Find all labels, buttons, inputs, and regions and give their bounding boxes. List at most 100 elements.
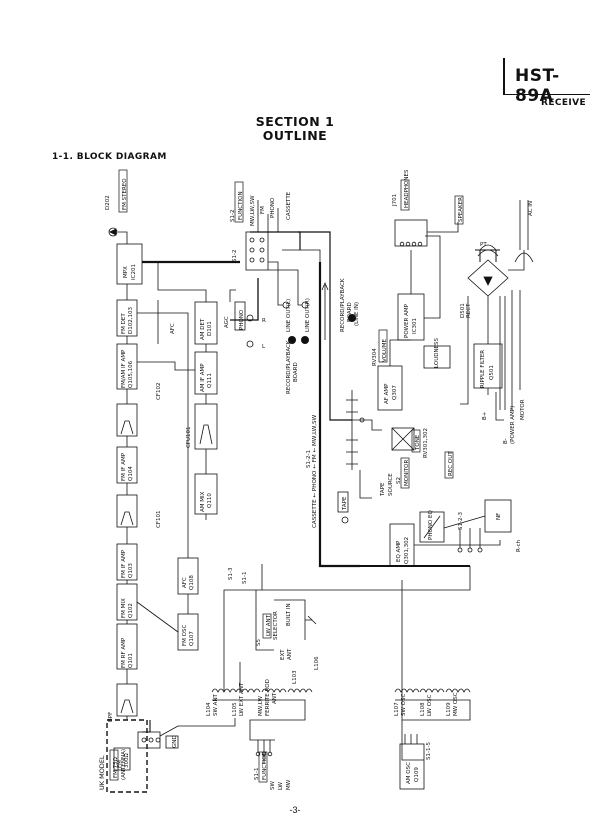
line-out-r-label: LINE OUT(R) [305,298,311,332]
lw-label: LW [278,781,284,790]
l103-label: L103 [292,670,298,684]
l104-sub-label: SW ANT [213,693,219,716]
s1-3-label: S1-3 [228,567,234,580]
s1-1-function-label: S1-1 [254,768,260,780]
headphones-label: HEADPHONES [404,169,410,208]
bpf-shape [120,699,134,714]
eq-amp-block [389,523,415,567]
mpx-label: MPX [123,266,129,278]
selector-label: SELECTOR [273,611,279,640]
afc-q108-ref: Q108 [189,575,195,590]
s1-2-3-label: S1-2-3 [458,512,464,530]
l105-label: L105 [232,702,238,716]
afc-q108-label: AFC [182,577,188,588]
nf-label: NF [496,513,502,520]
ac-in-label: AC IN [528,201,534,216]
line-l-label: L [262,344,266,350]
rv301-302-label: RV301,302 [423,428,429,458]
tape-jack-label: TAPE [342,496,348,511]
gnd-label: GND [172,735,178,748]
volume-label: VOLUME [382,338,388,362]
uk-model-box [106,719,148,793]
am-det-ref: D101 [207,321,213,336]
fm-osc-ref: Q107 [189,631,195,646]
rp-board-line-label: RECORD/PLAYBACK [340,278,346,332]
am-osc-block [399,743,425,790]
loudness-label: LOUDNESS [434,337,440,368]
afc-label: AFC [170,323,176,334]
s1-2-switch [245,231,269,271]
af-amp-block [377,365,403,411]
phono-eq-block [419,511,445,543]
s2-label: S2 [396,477,402,484]
line-out-l-label: LINE OUT(L) [286,299,292,332]
ant-label: ANT [287,648,293,660]
eq-amp-ref: Q301,302 [404,537,410,564]
l108-sub-label: LW OSC [427,694,433,716]
fm-mix-label: FM MIX [121,598,127,618]
cassette-label: CASSETTE [286,191,292,220]
antenna-label: (ANTENNA) [121,749,127,780]
model-number: HST-89A [515,66,560,106]
rp-board-line-label-3: (LINE IN) [354,302,360,326]
num-13-badge-2: 13 [350,316,356,322]
s5-label: S5 [256,639,262,646]
mw-lw-sw-label: MW,LW,SW [250,195,256,226]
monitor-label: MONITOR [404,460,410,486]
fm-rf-amp-ref: Q101 [128,653,134,668]
fm-if-amp-2-block [116,446,138,484]
l104-label: L104 [206,702,212,716]
tone-label: TONE [415,434,421,451]
rec-out-label: REC OUT [448,451,454,476]
ripple-filter-block [473,343,503,389]
fm-300-box [113,747,131,771]
power-amp-ref: IC301 [412,318,418,334]
l109-sub-label: MW OSC [453,692,459,716]
source-label: SOURCE [388,473,394,496]
b-minus-label: B- [503,438,509,444]
cf101-shape [120,511,134,526]
ferrite-label: MW,LW [258,696,264,716]
cf102-filter-block [116,403,138,437]
phono-eq-label: PHONO EQ [428,510,434,540]
bus-label: CASSETTE ← PHONO ← FM ← MW,LW,SW [312,414,318,528]
fm-rf-amp-block [116,623,138,670]
fm-stereo-label: FM STEREO [122,178,128,210]
fm-det-block [116,299,138,337]
fm-label: FM [260,206,266,214]
pt-label: PT [480,242,487,248]
fm-if-amp-2-ref: Q104 [128,466,134,481]
speaker-label: SPEAKER [458,197,464,222]
fm-osc-block [177,613,199,651]
l105-sub-label: LW EXT ANT [239,682,245,716]
model-box [503,58,590,95]
fm-am-if-amp-ref: Q105,106 [128,360,134,388]
built-in-label: BUILT IN [286,603,292,626]
cf101-filter-block [116,494,138,528]
agc-label: AGC [224,316,230,328]
fm-am-if-amp-label: FM/AM IF AMP [121,349,127,388]
b-plus-label: B+ [482,411,488,420]
cfu101-label: CFU101 [186,426,192,448]
mpx-ref: IC201 [131,264,137,280]
phono-jack-2 [246,340,254,348]
rp-board-label-2: BOARD [293,362,299,382]
am-osc-ref: Q109 [414,767,420,782]
am-mix-block [194,473,218,515]
motor-label: MOTOR [520,399,526,420]
line-out-r-jack [301,301,309,309]
power-amp-block [397,293,425,341]
rv304-label: RV304 [372,348,378,366]
sw-label: SW [270,781,276,790]
fm-if-amp-1-label: FM IF AMP [121,549,127,578]
am-if-amp-label: AM IF AMP [200,363,206,392]
function-label: FUNCTION [238,191,244,220]
uk-model-label: UK MODEL [98,755,106,790]
tape-jack-box [337,491,349,513]
fm-det-ref: D102,103 [128,307,134,334]
ext-label: EXT [280,649,286,660]
l106-label: L106 [314,656,320,670]
s1-2-b-label: S1-2 [232,250,238,262]
section-title: SECTION 1 [255,114,335,129]
bpf-label: BPF [108,712,114,722]
